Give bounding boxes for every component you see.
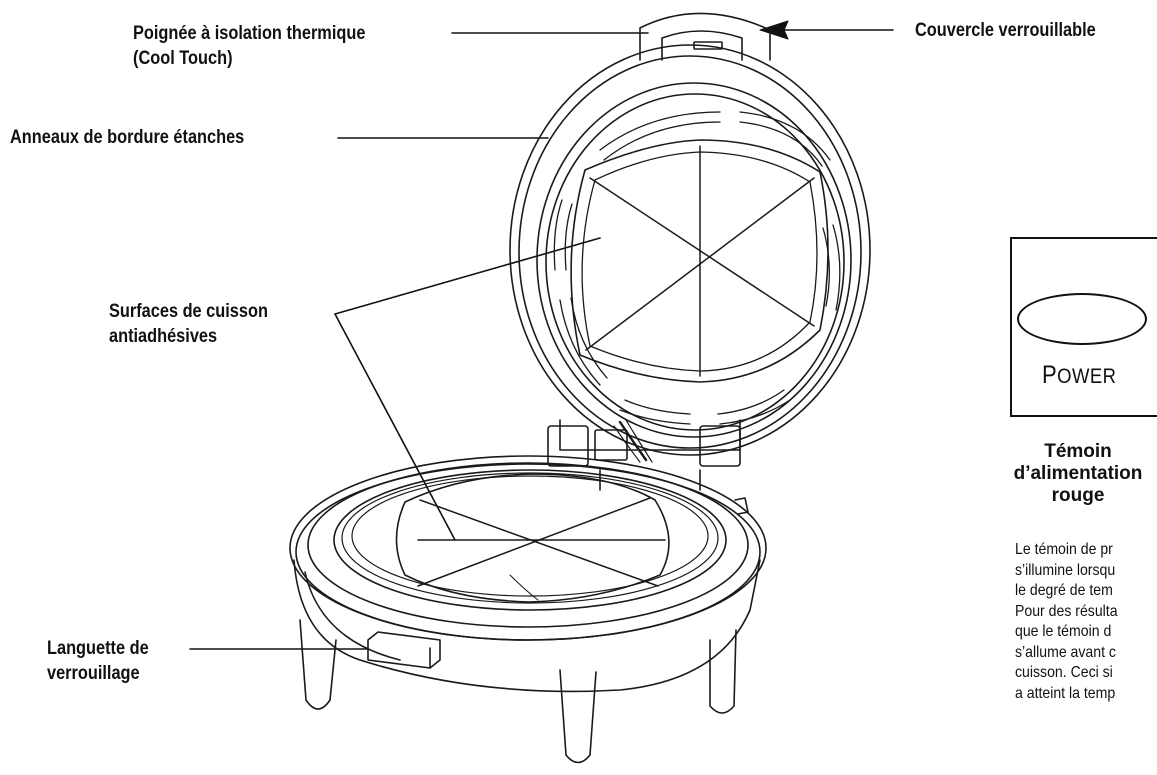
- leader-lines: [189, 32, 649, 650]
- label-handle-line2: (Cool Touch): [133, 48, 233, 69]
- latch-tab: [367, 631, 441, 669]
- indicator-desc-line: le degré de tem: [1015, 582, 1113, 599]
- power-label-rest: OWER: [1057, 365, 1117, 388]
- label-latch-line1: Languette de: [47, 638, 149, 659]
- indicator-title-line: d’alimentation: [1013, 463, 1143, 484]
- lid-ring: [536, 82, 852, 438]
- leg-left: [299, 619, 337, 710]
- base-wedge-lines: [417, 497, 666, 587]
- leg-right: [709, 629, 737, 714]
- label-rings: Anneaux de bordure étanches: [10, 127, 245, 148]
- power-button[interactable]: [1017, 293, 1147, 345]
- lid-cooking-surface: [570, 139, 829, 383]
- power-panel: POWER: [1010, 237, 1157, 417]
- leader-surface-lower: [334, 313, 456, 541]
- label-handle-line1: Poignée à isolation thermique: [133, 23, 366, 44]
- wedge-lines: [585, 145, 815, 377]
- indicator-desc-line: a atteint la temp: [1015, 684, 1116, 702]
- leg-center: [559, 669, 597, 764]
- indicator-desc-line: Pour des résulta: [1015, 602, 1118, 620]
- lid: [509, 12, 871, 491]
- label-surfaces-line1: Surfaces de cuisson: [109, 301, 268, 322]
- indicator-title-line: rouge: [1051, 485, 1105, 506]
- indicator-desc-line: s’illumine lorsqu: [1015, 561, 1116, 579]
- indicator-desc-line: que le témoin d: [1015, 623, 1112, 640]
- hinge: [547, 419, 741, 491]
- indicator-title-line: Témoin: [1044, 441, 1112, 462]
- base: [289, 455, 767, 764]
- power-label-first-letter: P: [1042, 361, 1058, 389]
- indicator-desc-line: s’allume avant c: [1015, 643, 1116, 661]
- label-latch-line2: verrouillage: [47, 663, 140, 684]
- indicator-description: Le témoin de pr s’illumine lorsqu le deg…: [1015, 540, 1156, 704]
- indicator-title: Témoin d’alimentation rouge: [968, 441, 1157, 507]
- label-lid: Couvercle verrouillable: [915, 20, 1096, 41]
- power-button-label: POWER: [1042, 361, 1116, 390]
- base-cooking-surface: [395, 473, 670, 603]
- indicator-desc-line: cuisson. Ceci si: [1015, 664, 1113, 681]
- lid-arrow: [759, 20, 894, 40]
- indicator-desc-line: Le témoin de pr: [1015, 541, 1113, 558]
- lid-handle: [639, 12, 771, 61]
- leader-surface-upper: [334, 237, 601, 315]
- label-surfaces-line2: antiadhésives: [109, 326, 218, 347]
